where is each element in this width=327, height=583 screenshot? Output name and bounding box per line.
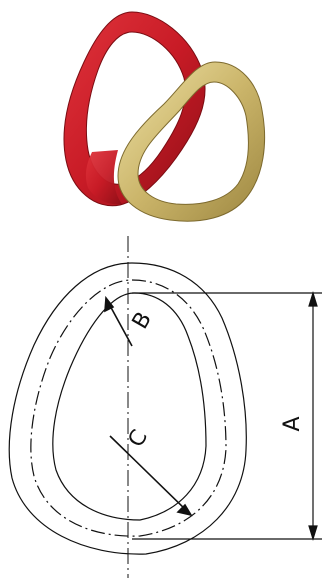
- arrow-c: [176, 503, 193, 517]
- dimension-line-c: [109, 435, 189, 513]
- arrow-a-bottom: [308, 525, 318, 542]
- arrow-a-top: [308, 290, 318, 307]
- label-a: A: [280, 416, 305, 431]
- red-link-overlap: [85, 150, 122, 205]
- product-photo: [63, 11, 266, 222]
- arrow-b: [104, 295, 115, 313]
- label-b: B: [128, 308, 157, 334]
- inner-contour: [52, 292, 207, 521]
- technical-drawing: A B C: [8, 236, 322, 578]
- gold-link: [117, 61, 266, 222]
- dimension-line-b: [107, 301, 133, 347]
- centerline-contour: [30, 279, 227, 537]
- outer-contour: [8, 262, 247, 555]
